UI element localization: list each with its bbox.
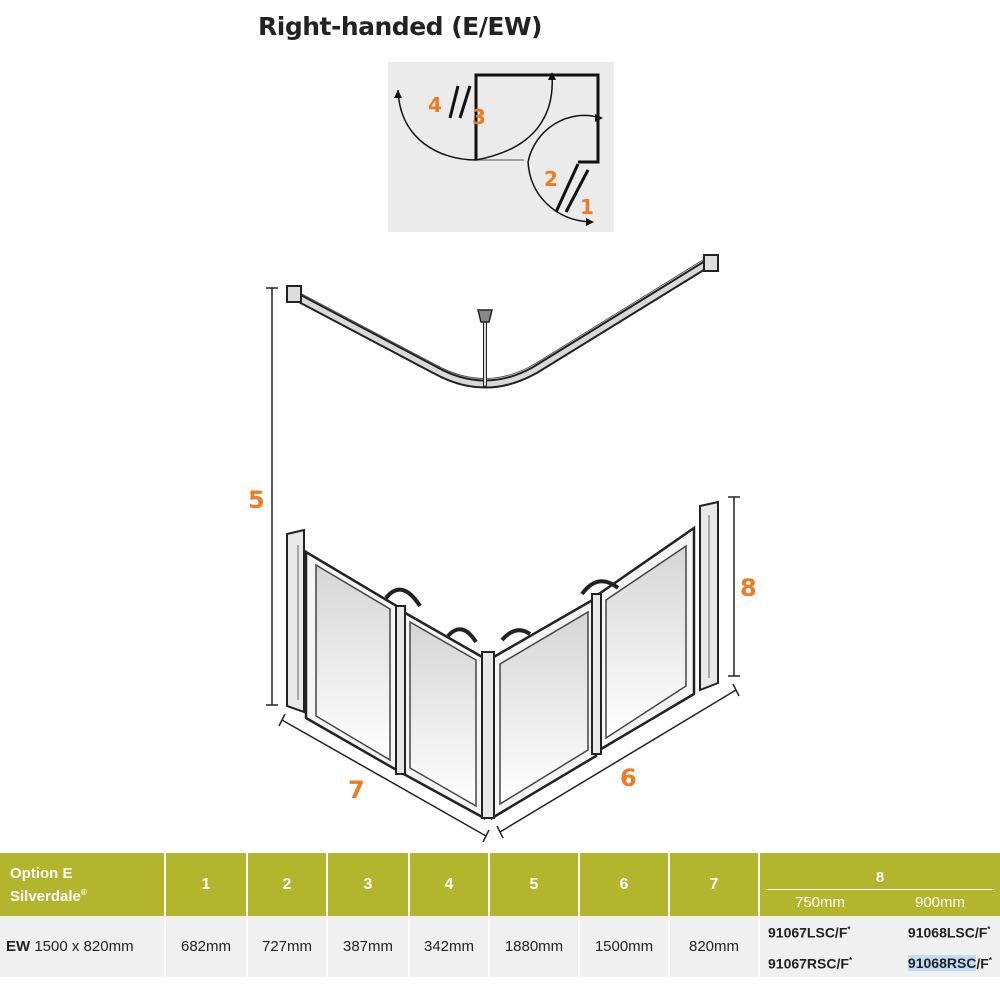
header-col-1: 1 xyxy=(165,853,248,916)
panel-left-outer xyxy=(304,549,402,775)
plan-arrow-4 xyxy=(394,90,402,98)
hinge-post-left xyxy=(395,605,406,775)
plan-label-1: 1 xyxy=(580,195,594,219)
curtain-rail xyxy=(290,257,715,389)
row-value-3: 387mm xyxy=(327,916,410,978)
product-code-91068RSC-selected[interactable]: 91068RSC xyxy=(907,955,977,972)
handle-left-outer xyxy=(384,587,422,608)
shower-enclosure-diagram: 4 3 2 1 5 8 7 6 xyxy=(248,62,757,843)
row-value-5: 1880mm xyxy=(489,916,580,978)
handle-right-inner xyxy=(500,628,532,642)
header-col-5: 5 xyxy=(489,853,580,916)
row-value-1: 682mm xyxy=(165,916,248,978)
panel-right-inner xyxy=(490,595,598,821)
rail-ceiling-support xyxy=(477,309,493,323)
plan-arc-4 xyxy=(397,89,477,161)
plan-arrow-3 xyxy=(548,72,556,80)
rail-bracket-right xyxy=(703,254,719,272)
product-code-91068LSC[interactable]: 91068LSC/F xyxy=(907,924,988,941)
codes-900: 91068LSC/F* 91068RSC/F* xyxy=(907,924,992,972)
plan-arc-2 xyxy=(527,114,601,163)
panel-left-inner xyxy=(398,607,486,821)
row-codes: 91067LSC/F* 91067RSC/F* 91068LSC/F* 9106… xyxy=(759,916,1000,978)
hinge-post-right xyxy=(591,593,602,755)
panel-right-outer xyxy=(594,525,696,755)
dimension-label-5: 5 xyxy=(248,486,265,514)
header-col-2: 2 xyxy=(247,853,328,916)
page-title: Right-handed (E/EW) xyxy=(258,12,542,41)
header-option: Option E Silverdale® xyxy=(0,853,166,916)
dimension-label-7: 7 xyxy=(348,776,365,804)
spec-table: Option E Silverdale® 1 2 3 4 5 6 7 8 750… xyxy=(0,853,1000,978)
product-code-91067RSC[interactable]: 91067RSC/F xyxy=(768,955,849,972)
row-value-7: 820mm xyxy=(669,916,760,978)
plan-label-3: 3 xyxy=(472,105,486,129)
header-col-8: 8 750mm 900mm xyxy=(759,853,1000,916)
header-col-6: 6 xyxy=(579,853,670,916)
table-row: EW 1500 x 820mm 682mm 727mm 387mm 342mm … xyxy=(0,916,1000,978)
spec-table-header: Option E Silverdale® 1 2 3 4 5 6 7 8 750… xyxy=(0,853,1000,916)
dimension-label-8: 8 xyxy=(740,574,757,602)
row-value-6: 1500mm xyxy=(579,916,670,978)
header-col-8-750: 750mm xyxy=(794,893,846,911)
corner-post xyxy=(481,651,495,819)
plan-door-1 xyxy=(564,169,590,213)
header-col-3: 3 xyxy=(327,853,410,916)
row-value-4: 342mm xyxy=(409,916,490,978)
plan-tray-outline xyxy=(474,73,600,164)
plan-label-4: 4 xyxy=(428,93,442,117)
handle-left-inner xyxy=(446,627,478,644)
plan-background xyxy=(388,62,614,232)
plan-label-2: 2 xyxy=(544,167,558,191)
header-col-7: 7 xyxy=(669,853,760,916)
plan-arrow-2 xyxy=(595,114,603,122)
row-value-2: 727mm xyxy=(247,916,328,978)
dimension-line-7 xyxy=(281,719,487,837)
handle-right-outer xyxy=(580,579,620,596)
codes-750: 91067LSC/F* 91067RSC/F* xyxy=(768,924,853,972)
plan-door-4 xyxy=(448,85,460,119)
row-label: EW 1500 x 820mm xyxy=(0,916,166,978)
rail-bracket-left xyxy=(286,285,302,303)
plan-door-3 xyxy=(458,85,472,119)
plan-arrow-1 xyxy=(586,218,594,226)
wall-post-left xyxy=(286,528,305,714)
dimension-label-6: 6 xyxy=(620,764,637,792)
plan-arc-1 xyxy=(527,161,591,223)
plan-door-2 xyxy=(554,163,580,213)
wall-post-right xyxy=(699,500,719,692)
plan-arc-3 xyxy=(475,74,553,161)
header-col-4: 4 xyxy=(409,853,490,916)
product-code-91067LSC[interactable]: 91067LSC/F xyxy=(768,924,848,941)
header-col-8-900: 900mm xyxy=(914,893,966,911)
plan-view: 4 3 2 1 xyxy=(388,62,614,232)
dimension-line-6 xyxy=(499,689,737,833)
